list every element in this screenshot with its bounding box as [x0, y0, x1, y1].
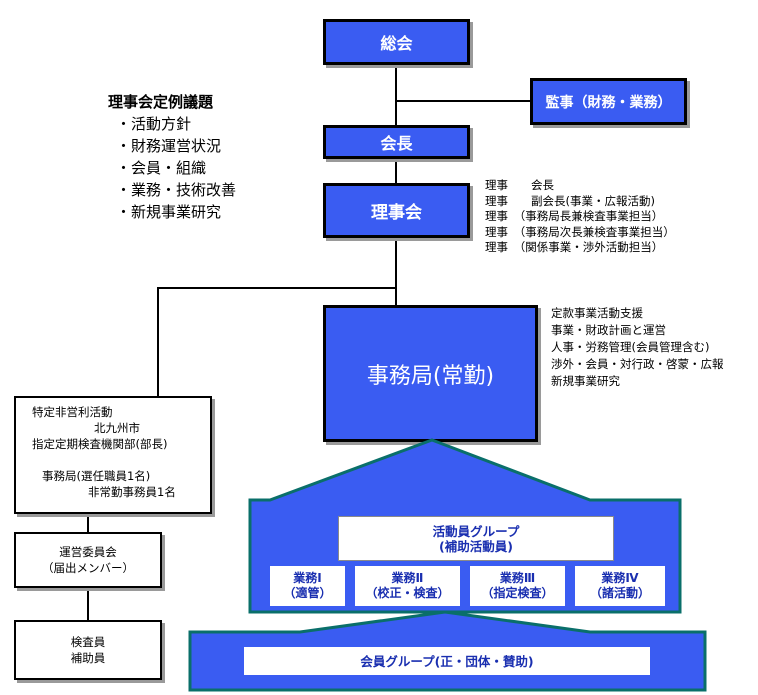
node-sokai-label: 総会 — [380, 34, 413, 53]
agenda-item: ・財務運営状況 — [116, 137, 222, 155]
agenda-block: 理事会定例議題 ・活動方針 ・財務運営状況 ・会員・組織 ・業務・技術改善 ・新… — [108, 91, 236, 223]
member-group-label: 会員グループ(正・団体・賛助) — [360, 653, 534, 669]
connector-kaicho-rijikai — [395, 158, 397, 184]
member-group-box: 会員グループ(正・団体・賛助) — [244, 647, 650, 675]
office-duties-list: 定款事業活動支援 事業・財政計画と運営 人事・労務管理(会員管理含む) 渉外・会… — [551, 305, 724, 390]
npo-line: 指定定期検査機関部(部長) — [32, 437, 168, 451]
work-unit-subtitle: （適管） — [283, 586, 332, 600]
work-unit-title: 業務Ⅱ — [391, 571, 424, 585]
connector-branch-horizontal — [157, 287, 397, 289]
office-duty: 新規事業研究 — [551, 374, 620, 388]
node-kaicho-label: 会長 — [380, 134, 413, 153]
agenda-item: ・新規事業研究 — [116, 203, 222, 221]
board-member: 理事 （事務局次長兼検査事業担当） — [485, 224, 675, 239]
work-unit-subtitle: （校正・検査） — [365, 586, 450, 600]
work-unit-1: 業務Ⅰ （適管） — [270, 566, 345, 606]
inspector-line: 検査員 — [70, 635, 106, 649]
board-members-list: 理事 会長 理事 副会長(事業・広報活動) 理事 （事務局長兼検査事業担当） 理… — [485, 178, 675, 256]
work-unit-4: 業務Ⅳ （諸活動） — [575, 566, 665, 606]
agenda-title: 理事会定例議題 — [108, 93, 214, 111]
board-member: 理事 （関係事業・渉外活動担当） — [485, 240, 664, 254]
office-duty: 渉外・会員・対行政・啓蒙・広報 — [551, 357, 724, 371]
inspector-line: 補助員 — [70, 651, 106, 665]
board-member: 理事 （事務局長兼検査事業担当） — [485, 209, 664, 223]
office-duty: 人事・労務管理(会員管理含む) — [551, 340, 710, 354]
npo-line: 事務局(選任職員1名) — [42, 469, 151, 483]
node-rijikai-label: 理事会 — [371, 203, 422, 223]
npo-line: 特定非営利活動 — [32, 405, 113, 419]
node-kansa-label: 監事（財務・業務） — [545, 94, 672, 111]
work-unit-3: 業務Ⅲ （指定検査） — [470, 566, 565, 606]
connector-npo-committee — [87, 513, 89, 533]
activity-group-line: (補助活動員) — [439, 538, 513, 554]
agenda-item: ・業務・技術改善 — [116, 181, 237, 199]
work-unit-2: 業務Ⅱ （校正・検査） — [355, 566, 460, 606]
committee-box: 運営委員会 （届出メンバー） — [14, 532, 162, 588]
committee-line: 運営委員会 — [59, 545, 117, 559]
work-unit-title: 業務Ⅰ — [293, 571, 322, 585]
committee-line: （届出メンバー） — [42, 561, 134, 575]
node-jimukyoku-label: 事務局(常勤) — [366, 363, 495, 389]
connector-committee-inspector — [87, 587, 89, 621]
agenda-item: ・会員・組織 — [116, 159, 207, 177]
office-duty: 事業・財政計画と運営 — [551, 323, 666, 337]
npo-inspection-box: 特定非営利活動 北九州市 指定定期検査機関部(部長) 事務局(選任職員1名) 非… — [14, 396, 212, 514]
node-kansa: 監事（財務・業務） — [530, 78, 687, 125]
connector-rijikai-jimukyoku — [395, 237, 397, 307]
office-duty: 定款事業活動支援 — [551, 306, 643, 320]
npo-line: 北九州市 — [94, 421, 140, 435]
work-unit-subtitle: （指定検査） — [481, 586, 554, 600]
connector-sokai-kaicho — [395, 64, 397, 126]
work-unit-title: 業務Ⅲ — [499, 571, 536, 585]
connector-kansa — [395, 100, 531, 102]
npo-line: 非常勤事務員1名 — [88, 485, 176, 499]
work-unit-subtitle: （諸活動） — [589, 586, 650, 600]
activity-group-line: 活動員グループ — [432, 523, 520, 539]
connector-branch-vertical — [157, 287, 159, 397]
activity-group-box: 活動員グループ (補助活動員) — [338, 516, 614, 561]
node-rijikai: 理事会 — [323, 183, 470, 238]
agenda-item: ・活動方針 — [116, 115, 192, 133]
inspector-box: 検査員 補助員 — [14, 620, 162, 680]
node-kaicho: 会長 — [323, 125, 470, 159]
work-unit-title: 業務Ⅳ — [601, 571, 639, 585]
board-member: 理事 会長 — [485, 178, 554, 192]
board-member: 理事 副会長(事業・広報活動) — [485, 193, 655, 208]
node-sokai: 総会 — [323, 19, 470, 65]
